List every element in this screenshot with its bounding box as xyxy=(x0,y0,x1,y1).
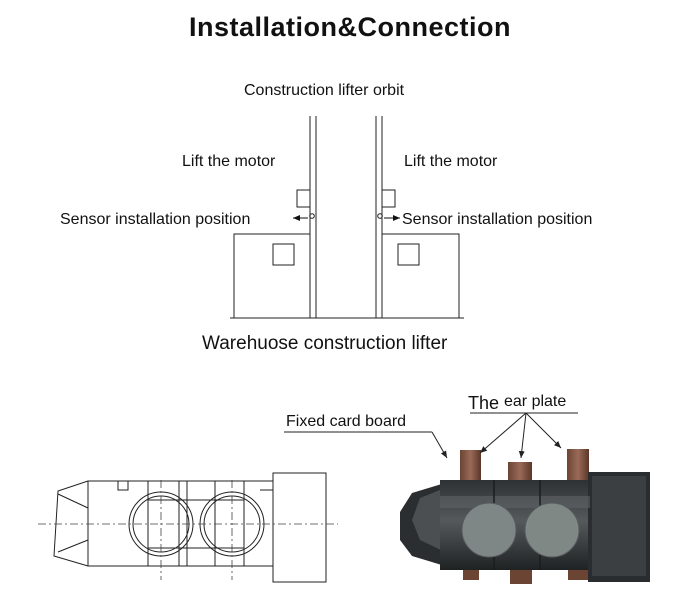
cabin-left xyxy=(233,233,311,319)
page-title: Installation&Connection xyxy=(189,12,511,42)
motor-label-right: Lift the motor xyxy=(404,153,498,170)
ear-plate-prefix-label: The xyxy=(468,393,500,413)
cabin-window-left xyxy=(272,243,295,266)
ear-plate-right xyxy=(567,449,589,487)
cabin-window-right xyxy=(397,243,420,266)
sensor-dot-right xyxy=(377,213,383,219)
sensor-photo xyxy=(400,449,650,584)
motor-label-left: Lift the motor xyxy=(182,153,276,170)
warehouse-lifter-label: Warehuose construction lifter xyxy=(202,333,448,354)
sensor-label-right: Sensor installation position xyxy=(402,211,593,228)
motor-box-left xyxy=(296,189,311,208)
fixed-card-board-label: Fixed card board xyxy=(286,413,407,430)
cabin-right xyxy=(381,233,460,319)
centerlines xyxy=(38,480,338,580)
sensor-dot-left xyxy=(309,213,315,219)
lifter-schematic xyxy=(230,116,464,319)
motor-box-right xyxy=(381,189,396,208)
sensor-line-drawing xyxy=(53,472,327,583)
leader-lines xyxy=(284,412,578,459)
sensor-label-left: Sensor installation position xyxy=(60,211,251,228)
ear-plate-label: ear plate xyxy=(504,393,567,410)
ear-plate-left xyxy=(460,450,481,486)
orbit-label: Construction lifter orbit xyxy=(244,82,405,99)
